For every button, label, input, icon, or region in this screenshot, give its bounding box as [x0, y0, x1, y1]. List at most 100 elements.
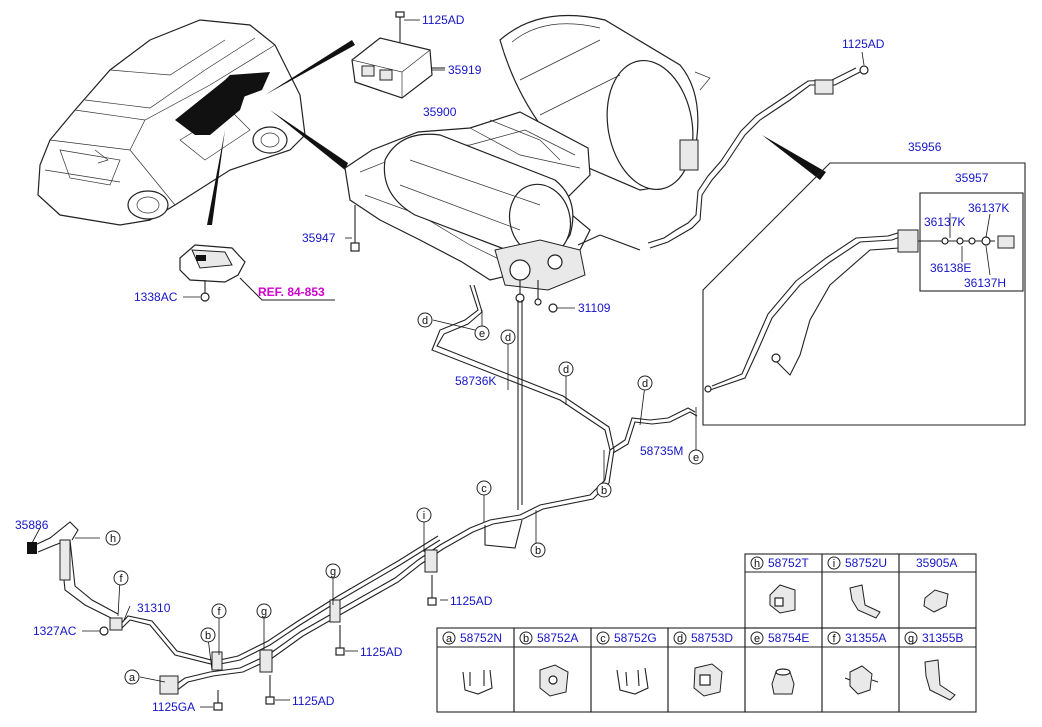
legend-cell-a: a 58752N	[442, 631, 502, 645]
vehicle-illustration	[37, 19, 355, 226]
part-label-35957: 35957	[955, 171, 989, 185]
legend-cell-b: b 58752A	[519, 631, 578, 645]
part-label-35947: 35947	[302, 231, 336, 245]
callout-f: f	[113, 570, 129, 586]
part-label-35900: 35900	[423, 105, 457, 119]
part-label-36137k: 36137K	[968, 201, 1009, 215]
fuel-lines-lower	[27, 19, 865, 711]
clip-58752g-drawing	[616, 667, 649, 695]
legend-part-label: 58753D	[691, 631, 733, 645]
svg-text:g: g	[261, 606, 267, 618]
sensor-module-35919	[351, 11, 445, 99]
callout-b: b	[596, 482, 612, 498]
svg-text:e: e	[754, 633, 760, 645]
legend-part-label: 58752U	[845, 556, 887, 570]
svg-text:d: d	[642, 378, 648, 390]
callout-d: d	[558, 361, 574, 377]
legend-table: h 58752T i 58752U 35905A a 58752N b 5875…	[436, 553, 977, 713]
legend-cell-35905a: 35905A	[916, 556, 957, 570]
clamp-31355a-drawing	[844, 665, 879, 695]
legend-part-label: 58752G	[614, 631, 657, 645]
clip-58752n-drawing	[462, 669, 493, 695]
part-label-35886: 35886	[15, 518, 49, 532]
part-label-58735m: 58735M	[640, 444, 683, 458]
part-label-31310: 31310	[137, 601, 171, 615]
legend-cell-f: f 31355A	[827, 631, 886, 645]
clip-58752u-drawing	[849, 584, 881, 619]
part-label-35919: 35919	[448, 63, 482, 77]
connector-58753d-drawing	[693, 663, 723, 697]
fuel-tank-assembly	[344, 14, 711, 313]
legend-part-label: 31355A	[845, 631, 886, 645]
svg-text:b: b	[601, 485, 607, 497]
part-label-1338ac: 1338AC	[134, 290, 178, 304]
svg-text:h: h	[754, 558, 760, 570]
part-label-35956: 35956	[908, 140, 942, 154]
svg-text:i: i	[423, 510, 425, 522]
callout-d: d	[500, 329, 516, 345]
svg-text:f: f	[217, 606, 221, 618]
callout-a: a	[124, 669, 140, 685]
callout-d: d	[637, 375, 653, 391]
svg-text:e: e	[693, 452, 699, 464]
callout-c: c	[476, 480, 492, 496]
svg-text:i: i	[833, 558, 835, 570]
legend-part-label: 58752N	[460, 631, 502, 645]
part-label-1125ad: 1125AD	[360, 645, 403, 659]
legend-cell-i: i 58752U	[827, 556, 887, 570]
part-label-58736k: 58736K	[455, 374, 496, 388]
svg-text:b: b	[523, 633, 529, 645]
clip-58752a-drawing	[539, 664, 569, 697]
part-number-labels: 1125AD 35919 1125AD 35900 35956 35957 36…	[15, 13, 1009, 714]
svg-text:b: b	[205, 630, 211, 642]
svg-text:c: c	[481, 483, 487, 495]
callout-f: f	[211, 603, 227, 619]
legend-cell-d: d 58753D	[673, 631, 733, 645]
part-label-36137k: 36137K	[924, 215, 965, 229]
svg-text:g: g	[908, 633, 914, 645]
callout-h: h	[105, 530, 121, 546]
svg-text:b: b	[535, 545, 541, 557]
svg-text:d: d	[505, 332, 511, 344]
svg-text:d: d	[422, 315, 428, 327]
high-pressure-line	[599, 65, 869, 251]
part-label-36137h: 36137H	[964, 276, 1006, 290]
legend-part-label: 31355B	[922, 631, 963, 645]
bracket-module-1338ac	[179, 244, 335, 302]
callout-e: e	[474, 325, 490, 341]
callout-b: b	[530, 542, 546, 558]
part-label-1125ad: 1125AD	[450, 594, 493, 608]
detail-box-35956	[702, 162, 1026, 426]
svg-text:h: h	[110, 533, 116, 545]
callout-circles: d e d d d e b c b h i f g f g b a	[105, 312, 704, 685]
part-label-1125ad: 1125AD	[842, 37, 885, 51]
legend-cell-c: c 58752G	[596, 631, 657, 645]
svg-text:f: f	[119, 573, 123, 585]
svg-text:e: e	[479, 328, 485, 340]
part-label-1125ad: 1125AD	[422, 13, 465, 27]
svg-text:g: g	[330, 566, 336, 578]
part-label-1125ga: 1125GA	[152, 700, 195, 714]
callout-d: d	[417, 312, 433, 328]
svg-text:a: a	[446, 633, 453, 645]
ref-label: REF. 84-853	[258, 285, 325, 299]
legend-cell-h: h 58752T	[750, 556, 809, 570]
legend-cell-e: e 58754E	[750, 631, 809, 645]
svg-text:d: d	[563, 364, 569, 376]
grommet-35905a-drawing	[923, 589, 949, 613]
legend-part-label: 58752T	[768, 556, 809, 570]
svg-text:a: a	[129, 672, 136, 684]
callout-i: i	[416, 507, 432, 523]
legend-part-label: 58752A	[537, 631, 578, 645]
cap-58754e-drawing	[771, 668, 795, 695]
svg-text:f: f	[832, 633, 836, 645]
svg-text:c: c	[600, 633, 606, 645]
part-label-1125ad: 1125AD	[292, 694, 335, 708]
callout-b: b	[200, 627, 216, 643]
callout-e: e	[688, 449, 704, 465]
part-label-1327ac: 1327AC	[33, 624, 77, 638]
part-label-36138e: 36138E	[930, 261, 971, 275]
legend-part-label: 35905A	[916, 556, 957, 570]
clip-58752t-drawing	[769, 584, 796, 614]
